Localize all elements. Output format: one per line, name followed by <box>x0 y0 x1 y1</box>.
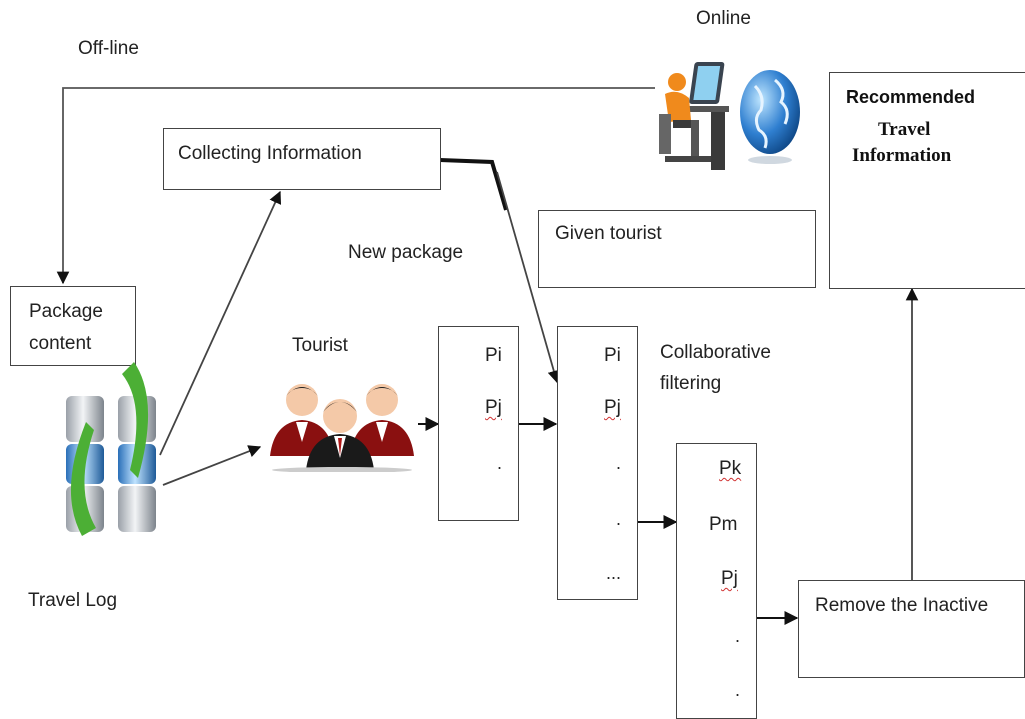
remove-inactive-label: Remove the Inactive <box>815 595 989 616</box>
person-at-computer-icon <box>659 62 729 170</box>
list3-item: Pk <box>719 458 742 479</box>
globe-icon <box>740 70 800 164</box>
list3-item: Pm <box>709 514 738 535</box>
package-list-1: Pi Pj . <box>438 326 519 521</box>
given-tourist-label: Given tourist <box>555 223 662 244</box>
new-package-label: New package <box>348 242 464 263</box>
package-list-3: Pk Pm Pj . . <box>676 443 757 719</box>
offline-feedback-line <box>56 87 655 285</box>
person-right <box>350 384 414 456</box>
list2-item: Pi <box>604 345 621 366</box>
list2-item: ... <box>606 563 622 583</box>
remove-inactive-box: Remove the Inactive <box>798 580 1025 678</box>
list3-item: . <box>735 680 741 700</box>
package-content-box: Package content <box>10 286 136 366</box>
recommended-travel-information-box: Recommended Travel Information <box>829 72 1025 289</box>
list3-item: Pj <box>721 568 738 589</box>
recommended-line1: Travel <box>878 119 931 140</box>
package-content-line2: content <box>29 333 92 354</box>
package-list-2: Pi Pj . . ... <box>557 326 638 600</box>
collecting-to-list2-line <box>439 158 508 211</box>
collecting-to-list2-arrow <box>496 171 560 384</box>
travel-log-label: Travel Log <box>28 590 118 611</box>
person-center <box>306 399 374 470</box>
list1-item: Pj <box>485 397 502 418</box>
collaborative-filtering-line1: Collaborative <box>660 342 771 363</box>
offline-label: Off-line <box>78 38 139 59</box>
tourist-label: Tourist <box>292 335 348 356</box>
database-sync-icon <box>66 362 156 536</box>
list2-item: Pj <box>604 397 621 418</box>
log-to-tourist-arrow <box>162 445 262 486</box>
list2-item: . <box>616 453 622 473</box>
collecting-information-box: Collecting Information <box>163 128 441 190</box>
collaborative-filtering-line2: filtering <box>660 373 722 394</box>
log-to-collecting-arrow <box>159 190 282 456</box>
online-label: Online <box>696 8 751 29</box>
list1-item: . <box>497 453 503 473</box>
list1-item: Pi <box>485 345 502 366</box>
given-tourist-box: Given tourist <box>538 210 816 288</box>
collecting-information-label: Collecting Information <box>178 143 362 164</box>
list3-item: . <box>735 626 741 646</box>
recommended-title: Recommended <box>846 87 976 107</box>
package-content-line1: Package <box>29 301 103 322</box>
list2-item: . <box>616 509 622 529</box>
people-group-icon <box>270 384 414 472</box>
recommended-line2: Information <box>852 145 952 166</box>
